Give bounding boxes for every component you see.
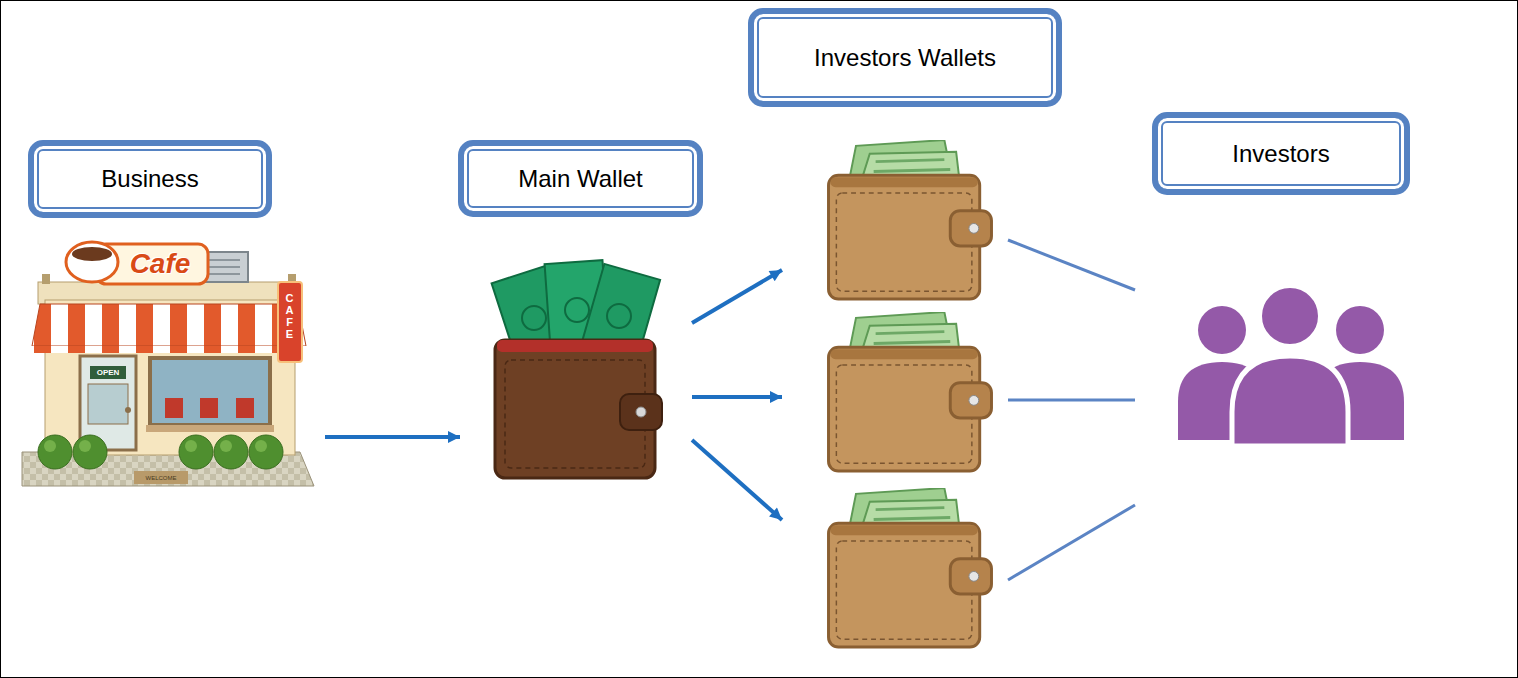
investor-wallets-illustration <box>829 140 992 647</box>
label-box: Investors <box>1152 112 1410 195</box>
node-area: Investors <box>1135 110 1415 520</box>
door-sign-text: OPEN <box>90 367 126 378</box>
node-label: Business <box>101 165 198 193</box>
flow-arrow <box>692 440 782 520</box>
sign-text: Cafe <box>112 248 208 280</box>
node-area: Main Wallet <box>460 140 692 480</box>
label-box: Business <box>28 140 272 218</box>
link-line <box>1008 505 1135 580</box>
vertical-sign-text: CAFE <box>284 292 295 340</box>
label-box: Investors Wallets <box>748 8 1062 107</box>
flow-arrow <box>692 395 782 399</box>
investors-icon <box>1178 286 1404 446</box>
node-label: Investors <box>1232 140 1329 168</box>
label-box: Main Wallet <box>458 140 703 217</box>
node-area: Business <box>22 140 325 490</box>
cafe-illustration <box>22 242 314 486</box>
flow-arrow <box>325 435 460 439</box>
main-wallet-illustration <box>492 260 662 478</box>
node-label: Investors Wallets <box>814 44 996 72</box>
link-line <box>1008 399 1135 402</box>
node-area: Investors Wallets <box>782 8 1008 658</box>
link-line <box>1008 240 1135 290</box>
node-label: Main Wallet <box>518 165 642 193</box>
flow-arrow <box>692 270 782 323</box>
mat-text: WELCOME <box>134 474 188 482</box>
